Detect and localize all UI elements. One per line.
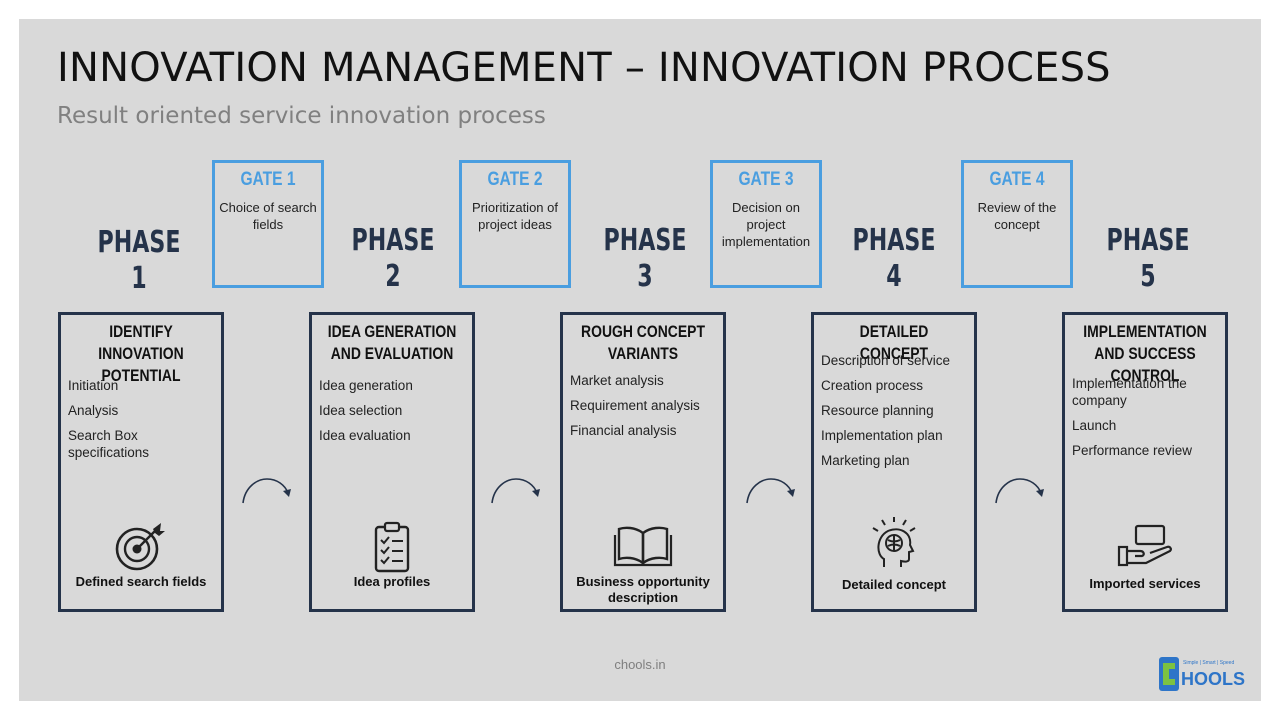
phase-number: 2: [385, 259, 401, 294]
phase-word: PHASE: [603, 223, 687, 258]
list-item: Launch: [1072, 418, 1117, 433]
circular-arrow-icon: [746, 478, 795, 504]
open-book-icon: [613, 526, 673, 567]
target-icon: [115, 523, 165, 571]
gate-4: GATE 4 Review of the concept: [961, 160, 1073, 288]
gate-title: GATE 3: [738, 169, 794, 190]
circular-arrow-icon: [995, 478, 1044, 504]
logo: HOOLS Simple | Smart | Speed: [1159, 655, 1251, 693]
list-item: Resource planning: [821, 403, 934, 418]
activity-list: Description of service Creation process …: [821, 352, 968, 477]
list-item: Idea evaluation: [319, 428, 411, 443]
phase-word: PHASE: [97, 225, 181, 260]
list-item: Implementation the company: [1072, 376, 1187, 408]
activity-list: Implementation the company Launch Perfor…: [1072, 375, 1219, 467]
phase-output: Idea profiles: [353, 574, 431, 589]
phase-label-4: PHASE 4: [841, 223, 948, 295]
gate-description: Prioritization of project ideas: [472, 200, 558, 232]
phase-label-2: PHASE 2: [340, 223, 447, 295]
gate-description: Review of the concept: [977, 200, 1057, 232]
phase-box-title: IDEA GENERATION AND EVALUATION: [327, 322, 457, 363]
list-item: Market analysis: [570, 373, 664, 388]
list-item: Implementation plan: [821, 428, 943, 443]
head-brain-icon: [872, 517, 916, 567]
logo-text: HOOLS: [1181, 669, 1245, 689]
page-title: INNOVATION MANAGEMENT – INNOVATION PROCE…: [57, 45, 1111, 91]
list-item: Idea selection: [319, 403, 403, 418]
list-item: Initiation: [68, 378, 119, 393]
phase-box-5: IMPLEMENTATION AND SUCCESS CONTROL Imple…: [1062, 312, 1228, 612]
phase-output: Business opportunity description: [576, 574, 710, 605]
gate-1: GATE 1 Choice of search fields: [212, 160, 324, 288]
phase-word: PHASE: [1106, 223, 1190, 258]
gate-description: Decision on project implementation: [721, 200, 811, 249]
circular-arrow-icon: [491, 478, 540, 504]
activity-list: Market analysis Requirement analysis Fin…: [570, 372, 717, 447]
gate-title: GATE 1: [240, 169, 296, 190]
phase-box-2: IDEA GENERATION AND EVALUATION Idea gene…: [309, 312, 475, 612]
gate-2: GATE 2 Prioritization of project ideas: [459, 160, 571, 288]
gate-description: Choice of search fields: [219, 200, 317, 232]
phase-box-4: DETAILED CONCEPT Description of service …: [811, 312, 977, 612]
phase-box-title: ROUGH CONCEPT VARIANTS: [581, 322, 705, 363]
clipboard-checklist-icon: [374, 521, 410, 573]
phase-label-3: PHASE 3: [592, 223, 699, 295]
phase-number: 1: [131, 261, 147, 296]
phase-number: 5: [1140, 259, 1156, 294]
list-item: Performance review: [1072, 443, 1193, 458]
activity-list: Idea generation Idea selection Idea eval…: [319, 377, 466, 452]
list-item: Creation process: [821, 378, 924, 393]
list-item: Requirement analysis: [570, 398, 700, 413]
gate-title: GATE 2: [487, 169, 543, 190]
activity-list: Initiation Analysis Search Box specifica…: [68, 377, 215, 469]
phase-box-3: ROUGH CONCEPT VARIANTS Market analysis R…: [560, 312, 726, 612]
phase-label-5: PHASE 5: [1095, 223, 1202, 295]
list-item: Search Box specifications: [68, 428, 150, 460]
phase-word: PHASE: [351, 223, 435, 258]
logo-mark-icon: HOOLS Simple | Smart | Speed: [1159, 657, 1245, 691]
gate-title: GATE 4: [989, 169, 1045, 190]
gate-3: GATE 3 Decision on project implementatio…: [710, 160, 822, 288]
list-item: Analysis: [68, 403, 119, 418]
list-item: Marketing plan: [821, 453, 910, 468]
phase-box-title: IDENTIFY INNOVATION POTENTIAL: [98, 322, 184, 385]
circular-arrow-icon: [242, 478, 291, 504]
phase-number: 3: [637, 259, 653, 294]
phase-box-1: IDENTIFY INNOVATION POTENTIAL Initiation…: [58, 312, 224, 612]
phase-output: Imported services: [1089, 576, 1201, 591]
phase-output: Detailed concept: [841, 577, 947, 592]
phase-label-1: PHASE 1: [86, 225, 193, 297]
phase-number: 4: [886, 259, 902, 294]
logo-tagline: Simple | Smart | Speed: [1183, 660, 1234, 666]
list-item: Financial analysis: [570, 423, 677, 438]
phase-box-title: IMPLEMENTATION AND SUCCESS CONTROL: [1083, 322, 1207, 385]
page-subtitle: Result oriented service innovation proce…: [57, 103, 546, 129]
slide: INNOVATION MANAGEMENT – INNOVATION PROCE…: [19, 19, 1261, 701]
list-item: Idea generation: [319, 378, 413, 393]
phase-word: PHASE: [852, 223, 936, 258]
phase-box-title: DETAILED CONCEPT: [859, 322, 929, 363]
footer-site: chools.in: [614, 657, 666, 672]
hand-offering-icon: [1117, 524, 1172, 567]
phase-output: Defined search fields: [75, 574, 207, 589]
list-item: Description of service: [821, 353, 951, 368]
